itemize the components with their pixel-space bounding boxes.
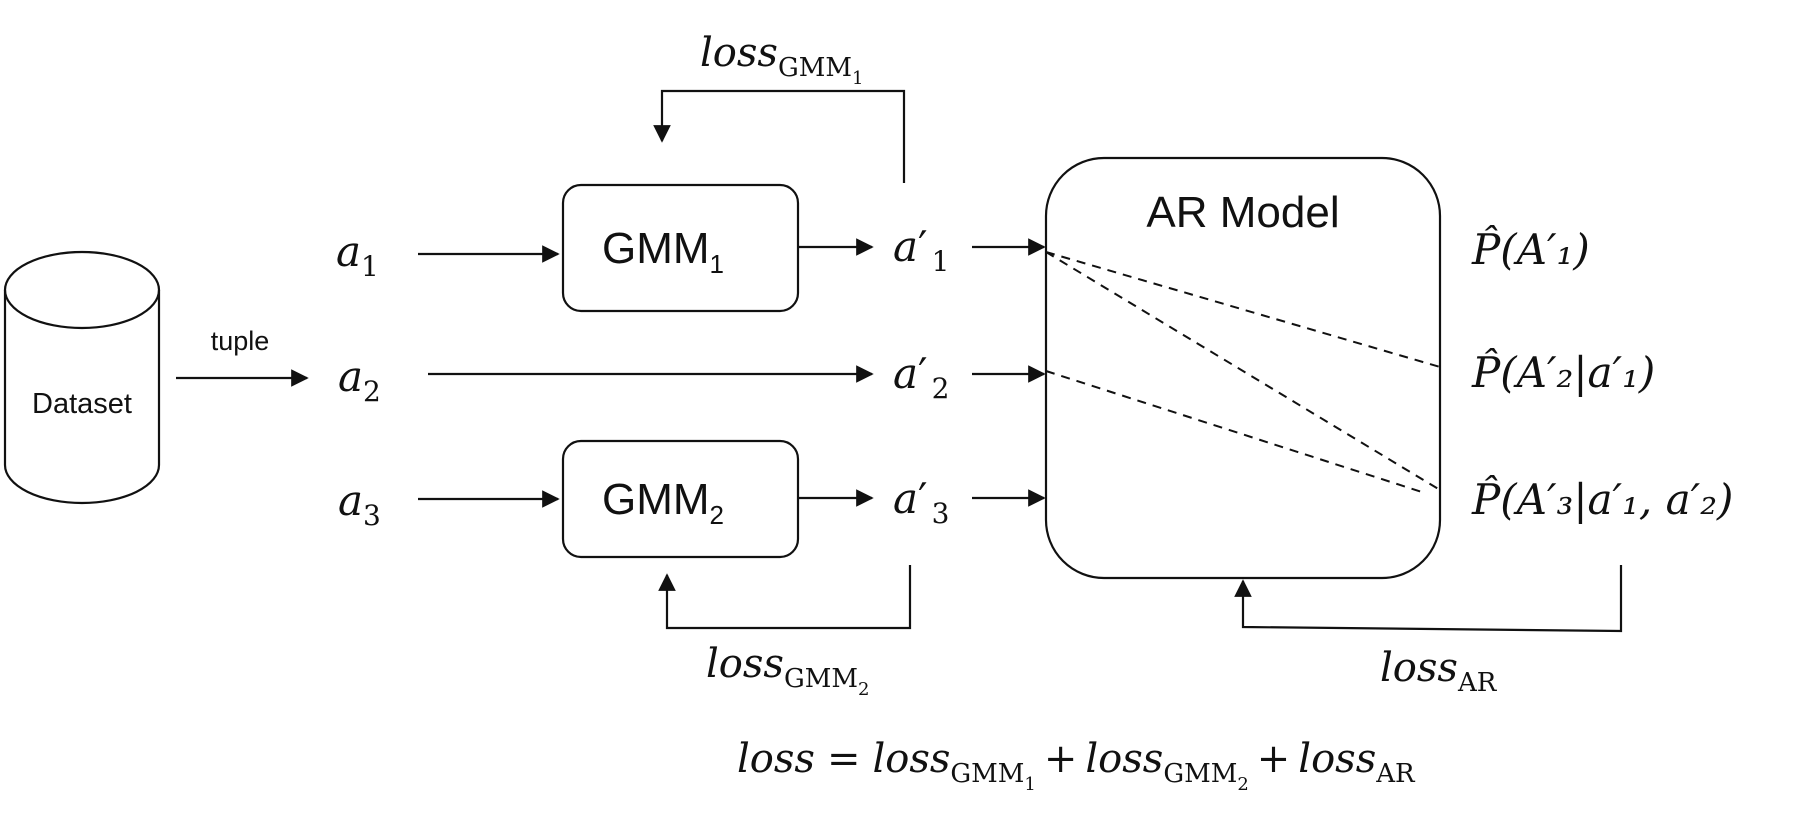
loss-gmm1-feedback: lossGMM1 xyxy=(653,30,906,183)
transformed-a1p: a′1 xyxy=(893,222,949,278)
dependency-a1p-p3 xyxy=(1045,251,1441,491)
svg-text:GMM1: GMM1 xyxy=(602,224,724,279)
gmm2-box: GMM2 xyxy=(561,439,800,559)
dataset-cylinder: Dataset xyxy=(3,250,161,505)
gmm2-label: GMM xyxy=(602,475,710,524)
loss-ar-feedback: lossAR xyxy=(1234,565,1623,698)
loss-ar-label: lossAR xyxy=(1380,645,1498,698)
gmm1-box: GMM1 xyxy=(561,183,800,313)
transformed-a2p: a′2 xyxy=(893,349,949,405)
transformed-a3p: a′3 xyxy=(893,474,949,530)
dataset-edge: tuple xyxy=(176,326,309,387)
input-a1: a1 xyxy=(336,227,379,283)
input-a3: a3 xyxy=(338,476,381,532)
dependency-a2p-p3 xyxy=(1045,370,1426,494)
dependency-a1p-p2 xyxy=(1045,251,1441,368)
loss-gmm2-feedback: lossGMM2 xyxy=(658,565,912,700)
svg-text:GMM2: GMM2 xyxy=(602,475,724,530)
input-a2: a2 xyxy=(338,352,381,408)
gmm2-subscript: 2 xyxy=(710,500,724,530)
loss-gmm1-label: lossGMM1 xyxy=(700,30,863,89)
tuple-label: tuple xyxy=(211,326,270,356)
dataset-label: Dataset xyxy=(32,388,132,420)
ar-model-title: AR Model xyxy=(1146,188,1339,237)
loss-gmm2-label: lossGMM2 xyxy=(706,641,869,700)
gmm1-subscript: 1 xyxy=(710,249,724,279)
output-p1: P̂(A′₁) xyxy=(1471,223,1590,274)
total-loss-equation: loss=lossGMM1+lossGMM2+lossAR xyxy=(737,736,1416,795)
gmm1-label: GMM xyxy=(602,224,710,273)
output-p3: P̂(A′₃|a′₁, a′₂) xyxy=(1471,473,1733,524)
ar-model-box: AR Model xyxy=(1044,156,1442,580)
output-p2: P̂(A′₂|a′₁) xyxy=(1471,346,1655,397)
